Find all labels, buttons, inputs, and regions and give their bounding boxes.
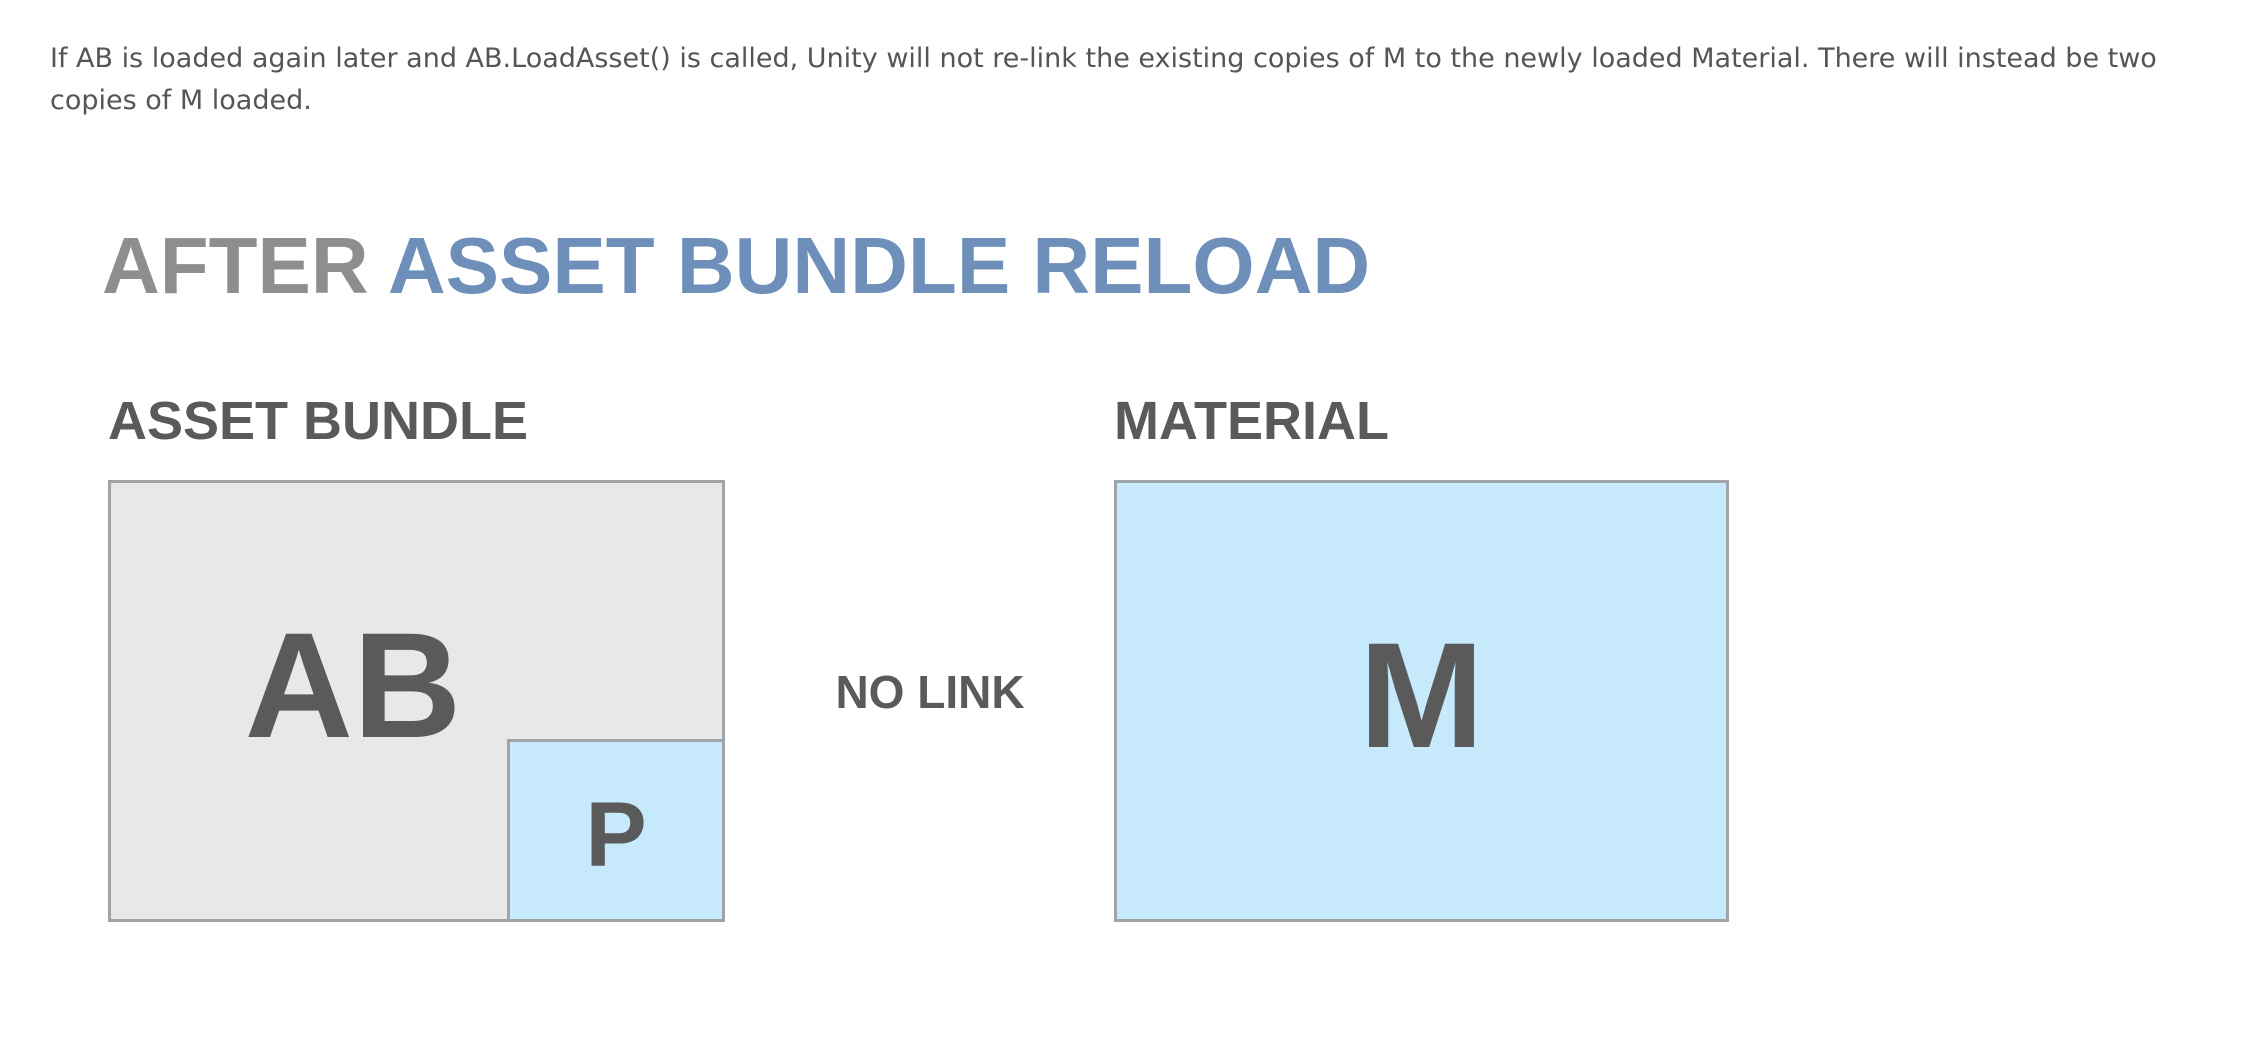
material-box <box>1114 480 1729 922</box>
diagram-title: AFTER ASSET BUNDLE RELOAD <box>102 220 1370 312</box>
prefab-box <box>507 739 725 922</box>
title-highlight: ASSET BUNDLE RELOAD <box>387 221 1371 310</box>
asset-bundle-label: ASSET BUNDLE <box>108 391 529 451</box>
prefab-box-label: P <box>585 784 647 886</box>
intro-paragraph: If AB is loaded again later and AB.LoadA… <box>50 43 2157 116</box>
asset-bundle-box-label: AB <box>244 601 462 769</box>
title-prefix: AFTER <box>102 221 369 310</box>
material-label: MATERIAL <box>1114 391 1389 451</box>
material-box-label: M <box>1359 611 1484 779</box>
no-link-label: NO LINK <box>835 666 1025 718</box>
